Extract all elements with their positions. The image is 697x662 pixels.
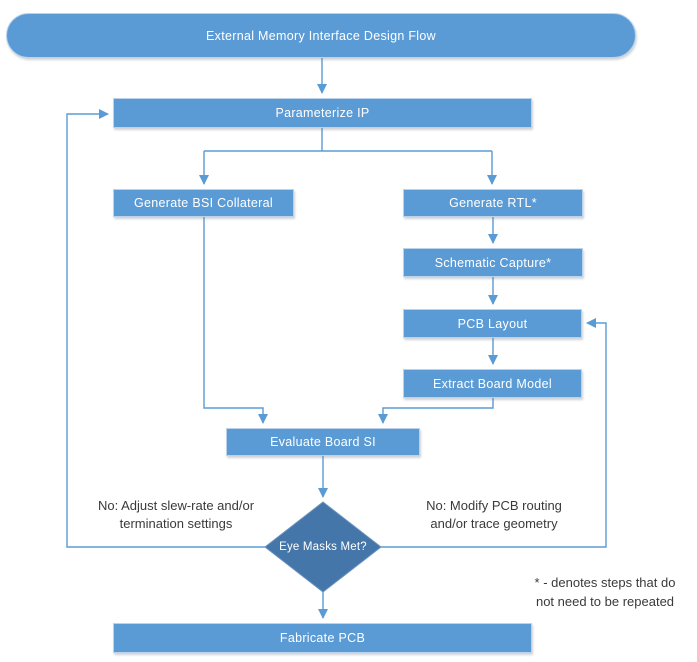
footnote: * - denotes steps that do not need to be… — [515, 573, 695, 611]
footnote-line2: not need to be repeated — [535, 594, 675, 609]
node-fabricate-pcb: Fabricate PCB — [113, 623, 532, 653]
node-eye-masks-met: Eye Masks Met? — [265, 502, 381, 592]
node-extract-board-model: Extract Board Model — [403, 369, 582, 398]
edge-label-no-adjust-line1: No: Adjust slew-rate and/or — [97, 498, 255, 513]
node-generate-bsi-collateral: Generate BSI Collateral — [113, 189, 294, 217]
edge-label-no-modify: No: Modify PCB routing and/or trace geom… — [391, 497, 597, 532]
node-generate-bsi-collateral-label: Generate BSI Collateral — [134, 196, 273, 210]
node-parameterize-ip-label: Parameterize IP — [275, 106, 370, 120]
node-schematic-capture: Schematic Capture* — [403, 248, 583, 277]
edge-label-no-modify-line1: No: Modify PCB routing — [426, 498, 562, 513]
edge-label-no-adjust-line2: termination settings — [119, 515, 233, 531]
footnote-line1: * - denotes steps that do — [534, 575, 676, 590]
edge-label-no-adjust: No: Adjust slew-rate and/or termination … — [73, 497, 279, 532]
node-start: External Memory Interface Design Flow — [6, 13, 636, 58]
node-generate-rtl-label: Generate RTL* — [449, 196, 537, 210]
connector-no-right-feedback — [381, 318, 607, 548]
node-fabricate-pcb-label: Fabricate PCB — [279, 631, 366, 645]
node-evaluate-board-si: Evaluate Board SI — [226, 428, 420, 456]
node-start-label: External Memory Interface Design Flow — [206, 28, 436, 43]
node-pcb-layout: PCB Layout — [403, 309, 582, 338]
node-parameterize-ip: Parameterize IP — [113, 98, 532, 128]
node-schematic-capture-label: Schematic Capture* — [434, 255, 552, 270]
node-extract-board-model-label: Extract Board Model — [433, 376, 552, 391]
decision-diamond-shape — [264, 501, 382, 593]
node-pcb-layout-label: PCB Layout — [457, 316, 528, 331]
edge-label-no-modify-line2: and/or trace geometry — [430, 515, 558, 531]
connector-bsi-to-evaluate — [203, 217, 268, 424]
connector-extract-to-evaluate — [378, 398, 494, 424]
node-evaluate-board-si-label: Evaluate Board SI — [270, 435, 376, 449]
node-eye-masks-met-label: Eye Masks Met? — [279, 541, 367, 553]
connector-no-left-feedback — [66, 109, 265, 548]
node-generate-rtl: Generate RTL* — [403, 189, 583, 217]
